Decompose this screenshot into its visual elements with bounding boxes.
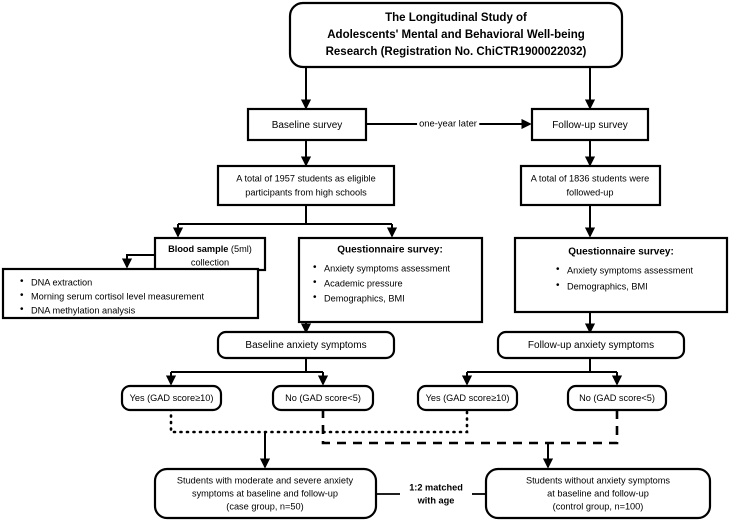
node-baseline-no: No (GAD score<5) [271, 384, 375, 412]
blood-sample-line-2: collection [191, 257, 229, 267]
followup-yes-label: Yes (GAD score≥10) [426, 393, 510, 403]
study-title-line-3: Research (Registration No. ChiCTR1900022… [326, 46, 587, 58]
fq-bullet-2: • [556, 280, 560, 291]
node-baseline-total: A total of 1957 students as eligible par… [216, 164, 396, 207]
node-control-group: Students without anxiety symptoms at bas… [484, 467, 712, 520]
baseline-total-line-2: participants from high schools [245, 187, 367, 197]
node-blood-sample: Blood sample (5ml) collection [153, 236, 267, 272]
node-followup-yes: Yes (GAD score≥10) [416, 384, 519, 412]
node-followup-questionnaire: Questionnaire survey: • Anxiety symptoms… [513, 236, 729, 314]
control-group-line-2: at baseline and follow-up [547, 488, 649, 498]
case-group-line-1: Students with moderate and severe anxiet… [177, 475, 354, 485]
lab-item-1: DNA extraction [31, 277, 92, 287]
node-case-group: Students with moderate and severe anxiet… [153, 467, 378, 520]
matched-line-2: with age [417, 495, 455, 505]
node-followup-survey: Follow-up survey [530, 107, 650, 142]
baseline-no-label: No (GAD score<5) [285, 393, 361, 403]
bq-bullet-2: • [313, 277, 317, 288]
control-group-line-1: Students without anxiety symptoms [526, 475, 670, 485]
bq-item-1: Anxiety symptoms assessment [324, 263, 451, 273]
bq-bullet-1: • [313, 262, 317, 273]
followup-anxiety-label: Follow-up anxiety symptoms [528, 340, 654, 351]
fq-item-1: Anxiety symptoms assessment [567, 265, 694, 275]
edge-dotted-yes-join [169, 407, 469, 434]
edge-label-one-year-later: one-year later [419, 117, 477, 128]
blood-sample-volume: (5ml) [228, 244, 251, 254]
baseline-yes-label: Yes (GAD score≥10) [130, 393, 214, 403]
node-lab-analyses: • DNA extraction • Morning serum cortiso… [1, 267, 260, 320]
fq-item-2: Demographics, BMI [567, 281, 648, 291]
node-baseline-yes: Yes (GAD score≥10) [120, 384, 223, 412]
node-baseline-anxiety: Baseline anxiety symptoms [216, 330, 396, 360]
baseline-questionnaire-heading: Questionnaire survey: [337, 245, 443, 256]
study-title-line-1: The Longitudinal Study of [385, 12, 527, 24]
followup-total-line-1: A total of 1836 students were [531, 173, 650, 183]
baseline-anxiety-label: Baseline anxiety symptoms [245, 340, 366, 351]
node-followup-anxiety: Follow-up anxiety symptoms [496, 330, 686, 360]
control-group-line-3: (control group, n=100) [553, 501, 644, 511]
node-baseline-questionnaire: Questionnaire survey: • Anxiety symptoms… [297, 236, 484, 324]
bq-item-3: Demographics, BMI [324, 293, 405, 303]
node-followup-no: No (GAD score<5) [566, 384, 668, 412]
followup-total-line-2: followed-up [567, 187, 614, 197]
matched-line-1: 1:2 matched [409, 482, 463, 492]
case-group-line-2: symptoms at baseline and follow-up [192, 488, 338, 498]
bq-bullet-3: • [313, 292, 317, 303]
baseline-total-line-1: A total of 1957 students as eligible [236, 173, 375, 183]
case-group-line-3: (case group, n=50) [226, 501, 303, 511]
node-baseline-survey: Baseline survey [246, 107, 368, 142]
followup-questionnaire-heading: Questionnaire survey: [568, 247, 674, 258]
bq-item-2: Academic pressure [324, 278, 403, 288]
lab-bullet-3: • [20, 304, 24, 315]
node-followup-total: A total of 1836 students were followed-u… [519, 164, 662, 207]
fq-bullet-1: • [556, 264, 560, 275]
edge-label-matched: 1:2 matched with age [409, 482, 463, 505]
baseline-survey-label: Baseline survey [272, 120, 343, 131]
edge-blood-to-lab [121, 254, 155, 269]
study-title-line-2: Adolescents' Mental and Behavioral Well-… [327, 29, 585, 41]
lab-item-2: Morning serum cortisol level measurement [31, 291, 205, 301]
lab-bullet-1: • [20, 276, 24, 287]
followup-no-label: No (GAD score<5) [579, 393, 655, 403]
lab-item-3: DNA methylation analysis [31, 305, 136, 315]
blood-sample-bold: Blood sample [168, 244, 228, 254]
node-study-title: The Longitudinal Study of Adolescents' M… [288, 1, 624, 69]
lab-bullet-2: • [20, 290, 24, 301]
edge-dashed-no-join [321, 409, 619, 445]
blood-sample-line-1: Blood sample (5ml) [168, 244, 252, 254]
followup-survey-label: Follow-up survey [552, 120, 628, 131]
